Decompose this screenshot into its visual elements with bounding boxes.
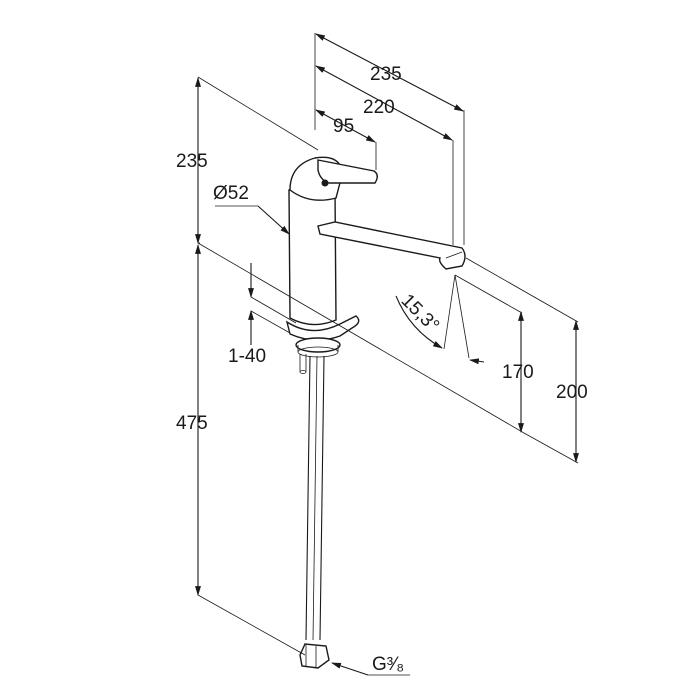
dim-label-top-235: 235	[370, 64, 402, 85]
fixing-nut	[295, 337, 341, 353]
dim-label-95: 95	[333, 116, 354, 137]
faucet-body	[285, 156, 466, 374]
dim-thread	[331, 662, 410, 676]
dim-outlet-200	[465, 257, 579, 464]
dim-hose-475	[195, 244, 306, 656]
dim-label-diameter: Ø52	[213, 183, 249, 204]
dim-label-angle: 15,3°	[397, 290, 443, 336]
lever-dot	[321, 179, 329, 187]
dim-reach-220	[315, 65, 454, 245]
dim-label-1-40: 1-40	[228, 346, 266, 367]
dim-spout-angle	[395, 274, 485, 365]
dim-lever-95	[314, 109, 377, 170]
dim-height-235	[195, 76, 319, 244]
dim-label-475: 475	[176, 413, 208, 434]
baseline-skew	[197, 242, 525, 434]
faucet-cylinder	[288, 189, 337, 326]
dim-deck-thickness	[248, 263, 297, 345]
supply-hose	[299, 355, 330, 669]
hose-connector	[299, 643, 330, 669]
dim-diameter	[215, 205, 290, 235]
spout	[317, 221, 466, 270]
dim-label-height-235: 235	[176, 151, 208, 172]
dim-label-170: 170	[502, 362, 534, 383]
lever-handle	[317, 159, 378, 184]
dim-label-thread: G³⁄₈	[372, 654, 404, 675]
dim-outlet-170	[454, 274, 524, 433]
dim-label-220: 220	[363, 97, 395, 118]
dim-label-200: 200	[556, 382, 588, 403]
